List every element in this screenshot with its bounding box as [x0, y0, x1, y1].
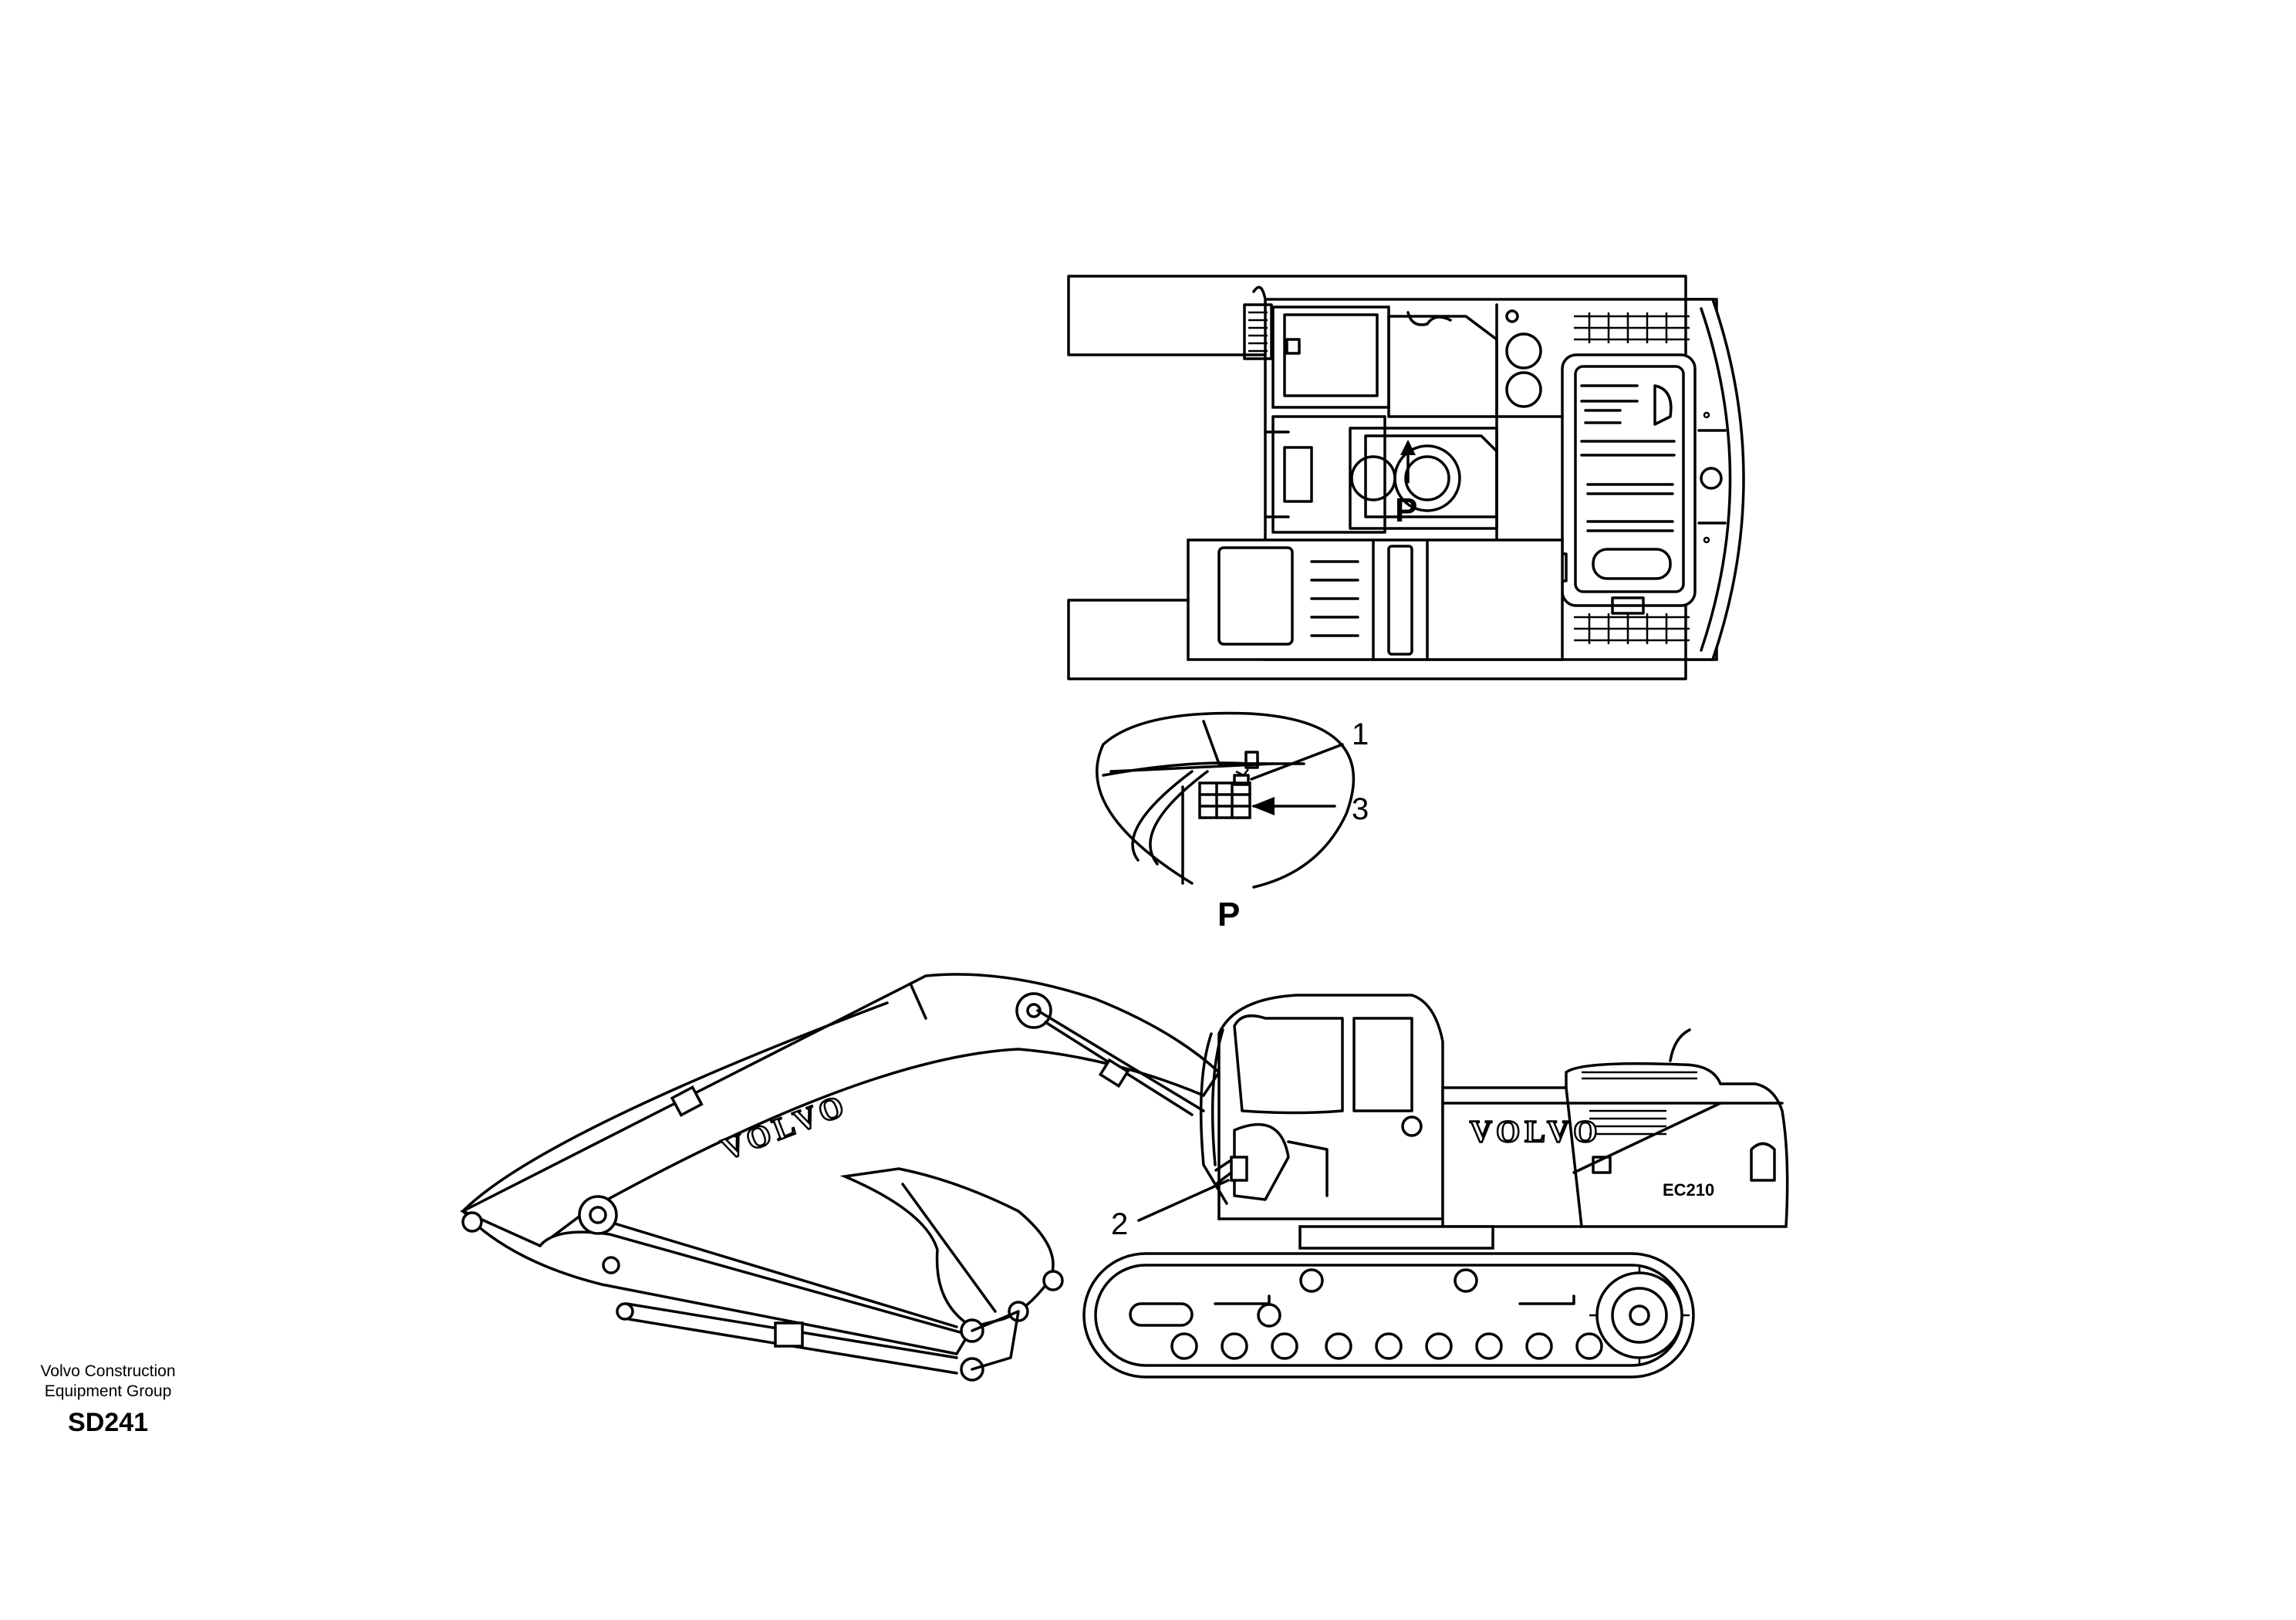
- arm: [461, 1210, 971, 1355]
- cab: [1217, 994, 1444, 1220]
- callout-1: 1: [1352, 717, 1369, 751]
- leader-line-2: [1137, 1179, 1230, 1222]
- drawing-code: SD241: [68, 1408, 148, 1437]
- cab-window: [1233, 1014, 1344, 1115]
- arm-pin: [578, 1195, 618, 1235]
- carrier-roller: [1299, 1268, 1324, 1293]
- model-badge: EC210: [1663, 1180, 1714, 1200]
- track-rollers: [1170, 1332, 1603, 1360]
- house-brand-text: VOLVO: [1470, 1114, 1602, 1149]
- view-label-top: P: [1395, 491, 1417, 529]
- engine-hood: [1561, 353, 1697, 607]
- boom: [459, 973, 1221, 1248]
- top-view: P: [1067, 275, 1745, 680]
- hood-vents: [1580, 384, 1676, 532]
- carrier-roller: [1454, 1268, 1478, 1293]
- boom-pin: [1015, 992, 1052, 1029]
- callout-2: 2: [1111, 1207, 1128, 1241]
- radiator-grilles: [1574, 312, 1690, 644]
- callout-3: 3: [1352, 792, 1369, 826]
- cab-roof: [1271, 305, 1390, 409]
- tool-box-block: [1187, 538, 1564, 661]
- side-view: VOLVO: [459, 973, 1789, 1382]
- detail-view-p: 1 3 P: [1096, 711, 1369, 933]
- cab-decal-2: [1230, 1156, 1248, 1182]
- footer-org-line2: Equipment Group: [44, 1382, 172, 1400]
- view-arrow-icon: [1400, 440, 1416, 455]
- sprocket: [1595, 1271, 1683, 1359]
- leader-line-1: [1250, 743, 1344, 781]
- decal-block: [1198, 781, 1251, 819]
- swing-bearing: [1298, 1225, 1494, 1250]
- counterweight: [1684, 298, 1745, 661]
- footer-label: Volvo Construction Equipment Group SD241: [23, 1362, 193, 1438]
- view-label-detail: P: [1217, 896, 1240, 933]
- footer-org-line1: Volvo Construction: [40, 1362, 176, 1380]
